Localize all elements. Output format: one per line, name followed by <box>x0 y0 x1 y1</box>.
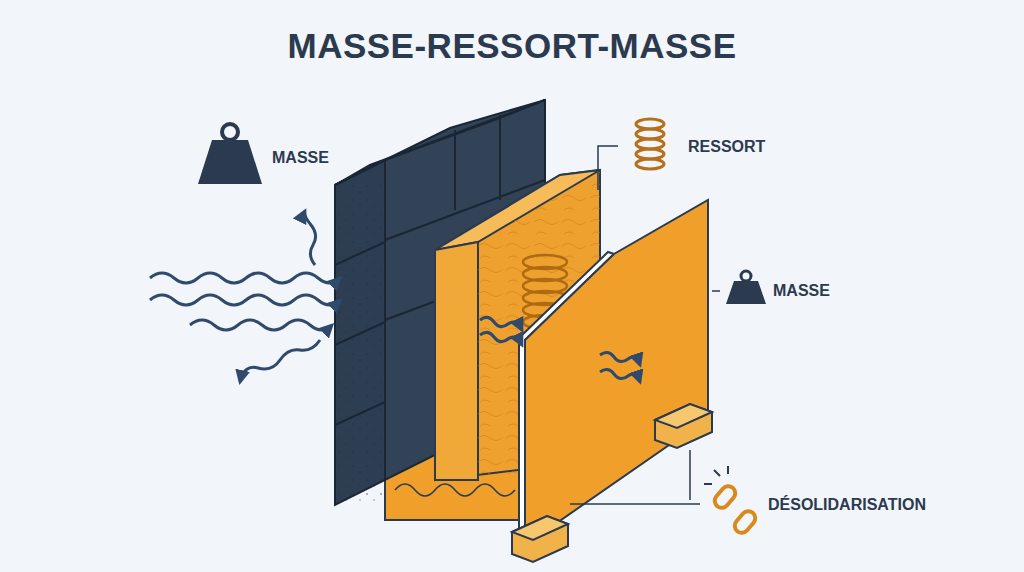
sound-wave <box>150 211 640 382</box>
part-label: MASSE <box>272 149 329 167</box>
part-label: RESSORT <box>688 138 765 156</box>
broken-chain-icon <box>704 466 758 536</box>
spring-icon <box>636 119 664 169</box>
weight-icon <box>726 271 766 304</box>
leader-line <box>570 146 720 504</box>
weight-icon <box>198 124 262 184</box>
plasterboard <box>519 200 708 545</box>
decoupling-pad <box>512 404 712 562</box>
part-label: MASSE <box>773 282 830 300</box>
diagram-title: MASSE-RESSORT-MASSE <box>288 26 737 66</box>
part-label: DÉSOLIDARISATION <box>768 496 926 514</box>
